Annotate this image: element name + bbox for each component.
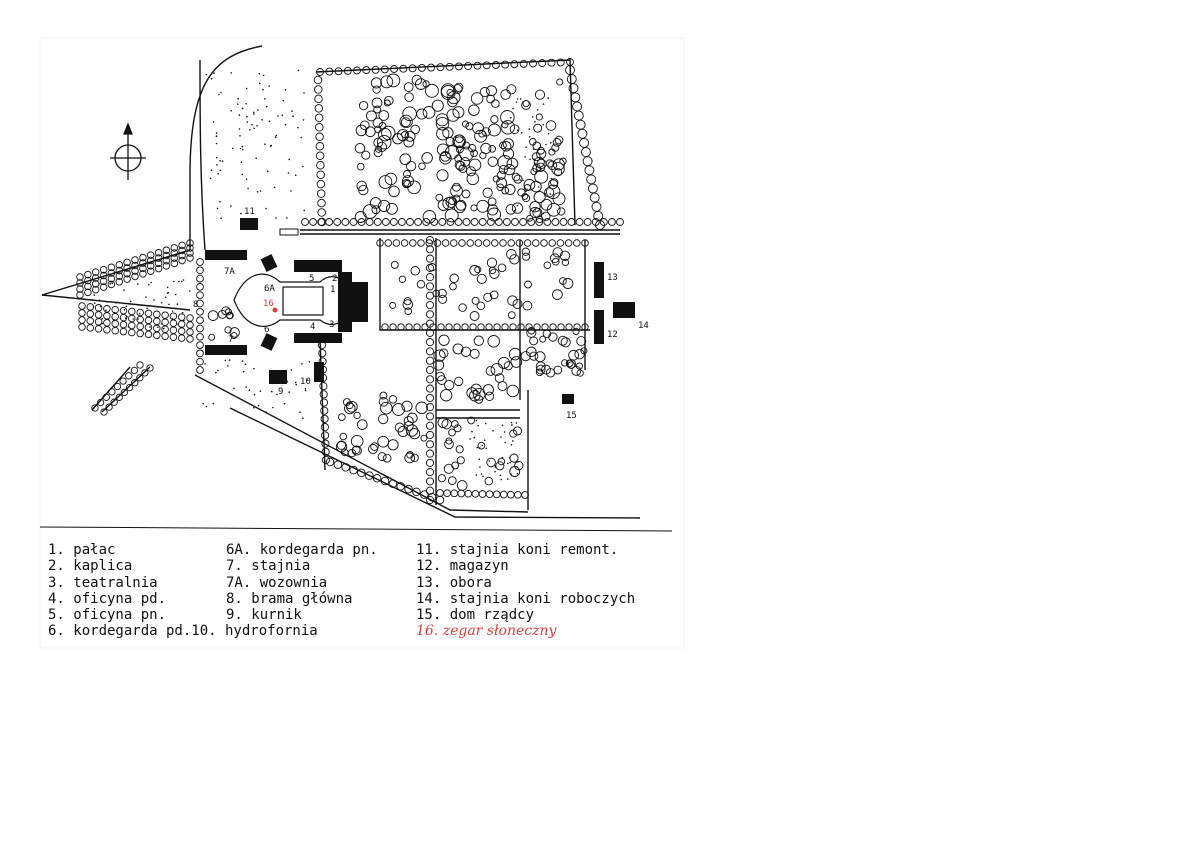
legend-column-3: 11. stajnia koni remont. 12. magazyn 13.… (416, 542, 635, 640)
legend-column-2: 6A. kordegarda pn. 7. stajnia 7A. wozown… (226, 542, 378, 623)
label-14: 14 (638, 321, 649, 331)
legend-item: 8. brama główna (226, 590, 353, 607)
legend-item: 6. kordegarda pd.10. hydrofornia (48, 623, 318, 640)
legend-item: 1. pałac (48, 542, 116, 558)
legend-item: 6A. kordegarda pn. (226, 542, 378, 558)
legend-item: 5. oficyna pn. (48, 607, 167, 624)
label-2: 2 (332, 274, 337, 284)
legend-item-sundial: 16. zegar słoneczny (416, 623, 557, 640)
buildings (205, 218, 635, 404)
label-6a: 6A (264, 284, 275, 294)
legend-column-1: 1. pałac 2. kaplica 3. teatralnia 4. ofi… (48, 542, 318, 640)
sundial-marker (272, 307, 278, 313)
label-6: 6 (264, 325, 269, 335)
legend-item: 4. oficyna pd. (48, 590, 167, 607)
building-number-labels: 1 2 3 4 5 6 6A 7 7A 8 9 10 11 12 13 14 1… (193, 207, 649, 421)
legend-divider (39, 526, 673, 532)
label-3: 3 (329, 320, 334, 330)
legend-item: 7A. wozownia (226, 574, 328, 591)
legend-item: 7. stajnia (226, 558, 311, 575)
label-4: 4 (310, 322, 315, 332)
legend-item: 9. kurnik (226, 607, 302, 624)
label-8: 8 (193, 300, 198, 310)
label-11: 11 (244, 207, 255, 217)
legend-item: 13. obora (416, 574, 492, 591)
label-15: 15 (566, 411, 577, 421)
legend-item: 12. magazyn (416, 558, 509, 575)
label-7: 7 (228, 335, 233, 345)
legend-item: 11. stajnia koni remont. (416, 542, 619, 558)
label-13: 13 (607, 273, 618, 283)
legend-item: 3. teatralnia (48, 574, 158, 591)
legend-item: 2. kaplica (48, 558, 133, 575)
legend-item: 15. dom rządcy (416, 607, 535, 624)
label-10: 10 (300, 377, 311, 387)
roads (41, 45, 641, 519)
shrub-stipple (91, 69, 555, 481)
label-1: 1 (330, 285, 335, 295)
label-12: 12 (607, 330, 618, 340)
label-5: 5 (309, 274, 314, 284)
label-9: 9 (278, 387, 283, 397)
compass-north-arrow-icon (110, 122, 146, 180)
label-7a: 7A (224, 267, 235, 277)
tree-canopies (76, 58, 624, 505)
label-16-sundial: 16 (263, 299, 274, 309)
legend-item: 14. stajnia koni roboczych (416, 590, 636, 607)
